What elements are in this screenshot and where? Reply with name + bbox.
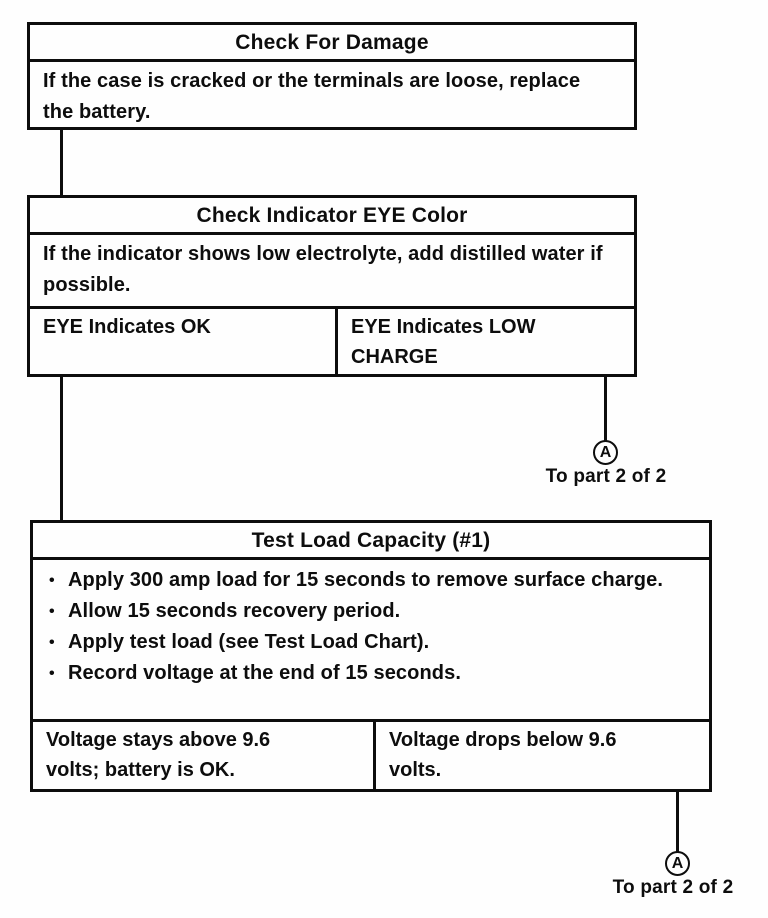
node-title: Check For Damage (30, 25, 634, 62)
bullet-icon: • (49, 634, 55, 651)
bullet-icon: • (49, 603, 55, 620)
offpage-caption: To part 2 of 2 (612, 877, 734, 898)
outcome-eye-ok: EYE Indicates OK (43, 316, 211, 338)
outcome-voltage-low: Voltage drops below 9.6 volts. (373, 722, 709, 789)
node-check-for-damage: Check For Damage If the case is cracked … (27, 22, 637, 130)
node-test-load-capacity: Test Load Capacity (#1) • Apply 300 amp … (30, 520, 712, 792)
offpage-caption: To part 2 of 2 (545, 466, 667, 487)
connector-line-damage-to-eye (60, 130, 63, 195)
outcome-eye-low-charge: EYE Indicates LOW CHARGE (335, 309, 634, 374)
outcome-row: EYE Indicates OK EYE Indicates LOW CHARG… (30, 306, 634, 374)
bullet-icon: • (49, 572, 55, 589)
connector-line-eye-to-load (60, 377, 63, 520)
node-body-bullets: • Apply 300 amp load for 15 seconds to r… (33, 560, 709, 689)
outcome-row: Voltage stays above 9.6 volts; battery i… (33, 719, 709, 789)
connector-line-load-to-offpage-a (676, 792, 679, 852)
connector-line-eye-to-offpage-a (604, 377, 607, 441)
node-title: Test Load Capacity (#1) (33, 523, 709, 560)
node-check-indicator-eye-color: Check Indicator EYE Color If the indicat… (27, 195, 637, 377)
bullet-text: Record voltage at the end of 15 seconds. (68, 662, 461, 684)
bullet-text: Allow 15 seconds recovery period. (68, 600, 401, 622)
bullet-text: Apply test load (see Test Load Chart). (68, 631, 430, 653)
offpage-connector-a-icon: A (665, 851, 690, 876)
bullet-item: • Record voltage at the end of 15 second… (49, 658, 695, 689)
offpage-connector-label: A (671, 855, 684, 872)
bullet-item: • Apply test load (see Test Load Chart). (49, 627, 695, 658)
bullet-text: Apply 300 amp load for 15 seconds to rem… (68, 569, 664, 591)
node-title: Check Indicator EYE Color (30, 198, 634, 235)
offpage-connector-label: A (599, 444, 612, 461)
outcome-voltage-ok: Voltage stays above 9.6 volts; battery i… (46, 729, 271, 781)
node-body-text: If the case is cracked or the terminals … (43, 70, 581, 123)
offpage-connector-a-icon: A (593, 440, 618, 465)
node-body-text: If the indicator shows low electrolyte, … (43, 243, 603, 296)
bullet-item: • Allow 15 seconds recovery period. (49, 596, 695, 627)
bullet-item: • Apply 300 amp load for 15 seconds to r… (49, 565, 695, 596)
bullet-icon: • (49, 665, 55, 682)
